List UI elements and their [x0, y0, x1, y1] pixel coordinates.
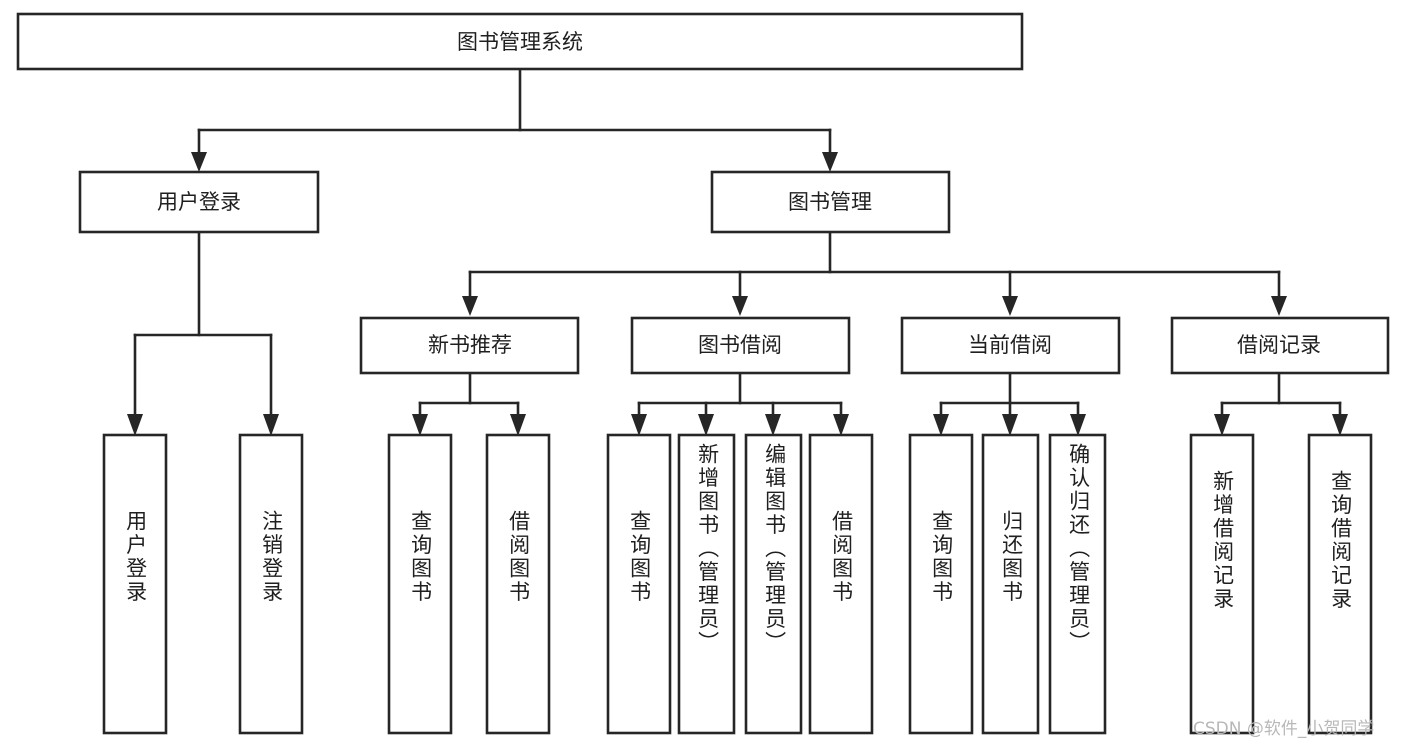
leaf-label-borrowrecord-2: 查询借阅记录 [1328, 470, 1353, 611]
leaf-label-currentborrow-2: 归还图书 [999, 510, 1024, 604]
node-boxes: 图书管理系统 用户登录 图书管理 新书推荐 图书借阅 当前借阅 借阅记录 [16, 12, 1390, 735]
arrow-icon-to-userlogin-leaf-1 [127, 414, 143, 436]
leaf-box-borrowrecord-1[interactable] [1189, 433, 1255, 735]
leaf-label-bookborrow-2: 新增图书（管理员） [695, 443, 720, 655]
arrow-icon-to-user-login [191, 152, 207, 172]
leaf-box-bookborrow-1[interactable] [606, 433, 672, 735]
leaf-box-newbook-1[interactable] [387, 433, 453, 735]
arrow-icon-to-newbook-leaf-2 [510, 414, 526, 436]
node-new-book-recommend[interactable] [359, 316, 580, 375]
leaf-label-borrowrecord-1: 新增借阅记录 [1210, 470, 1235, 611]
arrow-icon-to-bookborrow-leaf-2 [698, 414, 714, 436]
arrow-icon-to-currentborrow-leaf-1 [933, 414, 949, 436]
leaf-box-bookborrow-3[interactable] [744, 433, 803, 735]
arrow-icon-to-bookborrow [732, 296, 748, 316]
leaf-box-currentborrow-3[interactable] [1048, 433, 1107, 735]
arrow-icon-to-userlogin-leaf-2 [263, 414, 279, 436]
leaf-box-newbook-2[interactable] [485, 433, 551, 735]
arrow-icon-to-currentborrow-leaf-3 [1070, 414, 1086, 436]
arrow-icon-to-bookborrow-leaf-1 [631, 414, 647, 436]
node-new-book-recommend-label: 新书推荐 [428, 333, 512, 357]
arrow-icon-to-bookborrow-leaf-3 [765, 414, 781, 436]
leaf-label-bookborrow-1: 查询图书 [627, 510, 652, 604]
arrow-icon-to-currentborrow [1002, 296, 1018, 316]
node-borrow-record-label: 借阅记录 [1237, 333, 1321, 357]
node-current-borrow[interactable] [900, 316, 1121, 375]
watermark-label: CSDN @软件_小贺同学 [1193, 719, 1375, 739]
node-book-manage[interactable] [710, 170, 951, 234]
leaf-box-user-login-2[interactable] [238, 433, 304, 735]
arrow-icon-to-borrowrecord [1271, 296, 1287, 316]
leaf-box-bookborrow-2[interactable] [677, 433, 736, 735]
leaf-box-bookborrow-4[interactable] [808, 433, 874, 735]
leaf-label-currentborrow-3: 确认归还（管理员） [1066, 443, 1091, 655]
leaf-label-newbook-2: 借阅图书 [506, 510, 531, 604]
node-root-label: 图书管理系统 [457, 30, 583, 54]
leaf-label-newbook-1: 查询图书 [408, 510, 433, 604]
leaf-label-bookborrow-4: 借阅图书 [829, 510, 854, 604]
leaf-label-user-login-1: 用户登录 [123, 510, 148, 604]
leaf-label-bookborrow-3: 编辑图书（管理员） [762, 443, 787, 655]
node-current-borrow-label: 当前借阅 [968, 333, 1052, 357]
node-book-manage-label: 图书管理 [788, 190, 872, 214]
leaf-label-currentborrow-1: 查询图书 [929, 510, 954, 604]
node-book-borrow[interactable] [630, 316, 851, 375]
node-root[interactable] [16, 12, 1024, 71]
arrow-icon-to-borrowrecord-leaf-1 [1214, 414, 1230, 436]
arrow-icon-to-borrowrecord-leaf-2 [1332, 414, 1348, 436]
node-user-login-label: 用户登录 [157, 190, 241, 214]
node-user-login[interactable] [78, 170, 320, 234]
arrow-icon-to-newbook [462, 296, 478, 316]
leaf-box-currentborrow-1[interactable] [908, 433, 974, 735]
arrow-icon-to-book-manage [822, 152, 838, 172]
leaf-box-currentborrow-2[interactable] [981, 433, 1040, 735]
leaf-box-user-login-1[interactable] [102, 433, 168, 735]
node-book-borrow-label: 图书借阅 [698, 333, 782, 357]
node-borrow-record[interactable] [1170, 316, 1390, 375]
arrow-icon-to-newbook-leaf-1 [412, 414, 428, 436]
arrow-icon-to-currentborrow-leaf-2 [1002, 414, 1018, 436]
leaf-label-user-login-2: 注销登录 [259, 510, 284, 604]
arrow-heads [127, 152, 1348, 436]
arrow-icon-to-bookborrow-leaf-4 [833, 414, 849, 436]
leaf-box-borrowrecord-2[interactable] [1307, 433, 1373, 735]
